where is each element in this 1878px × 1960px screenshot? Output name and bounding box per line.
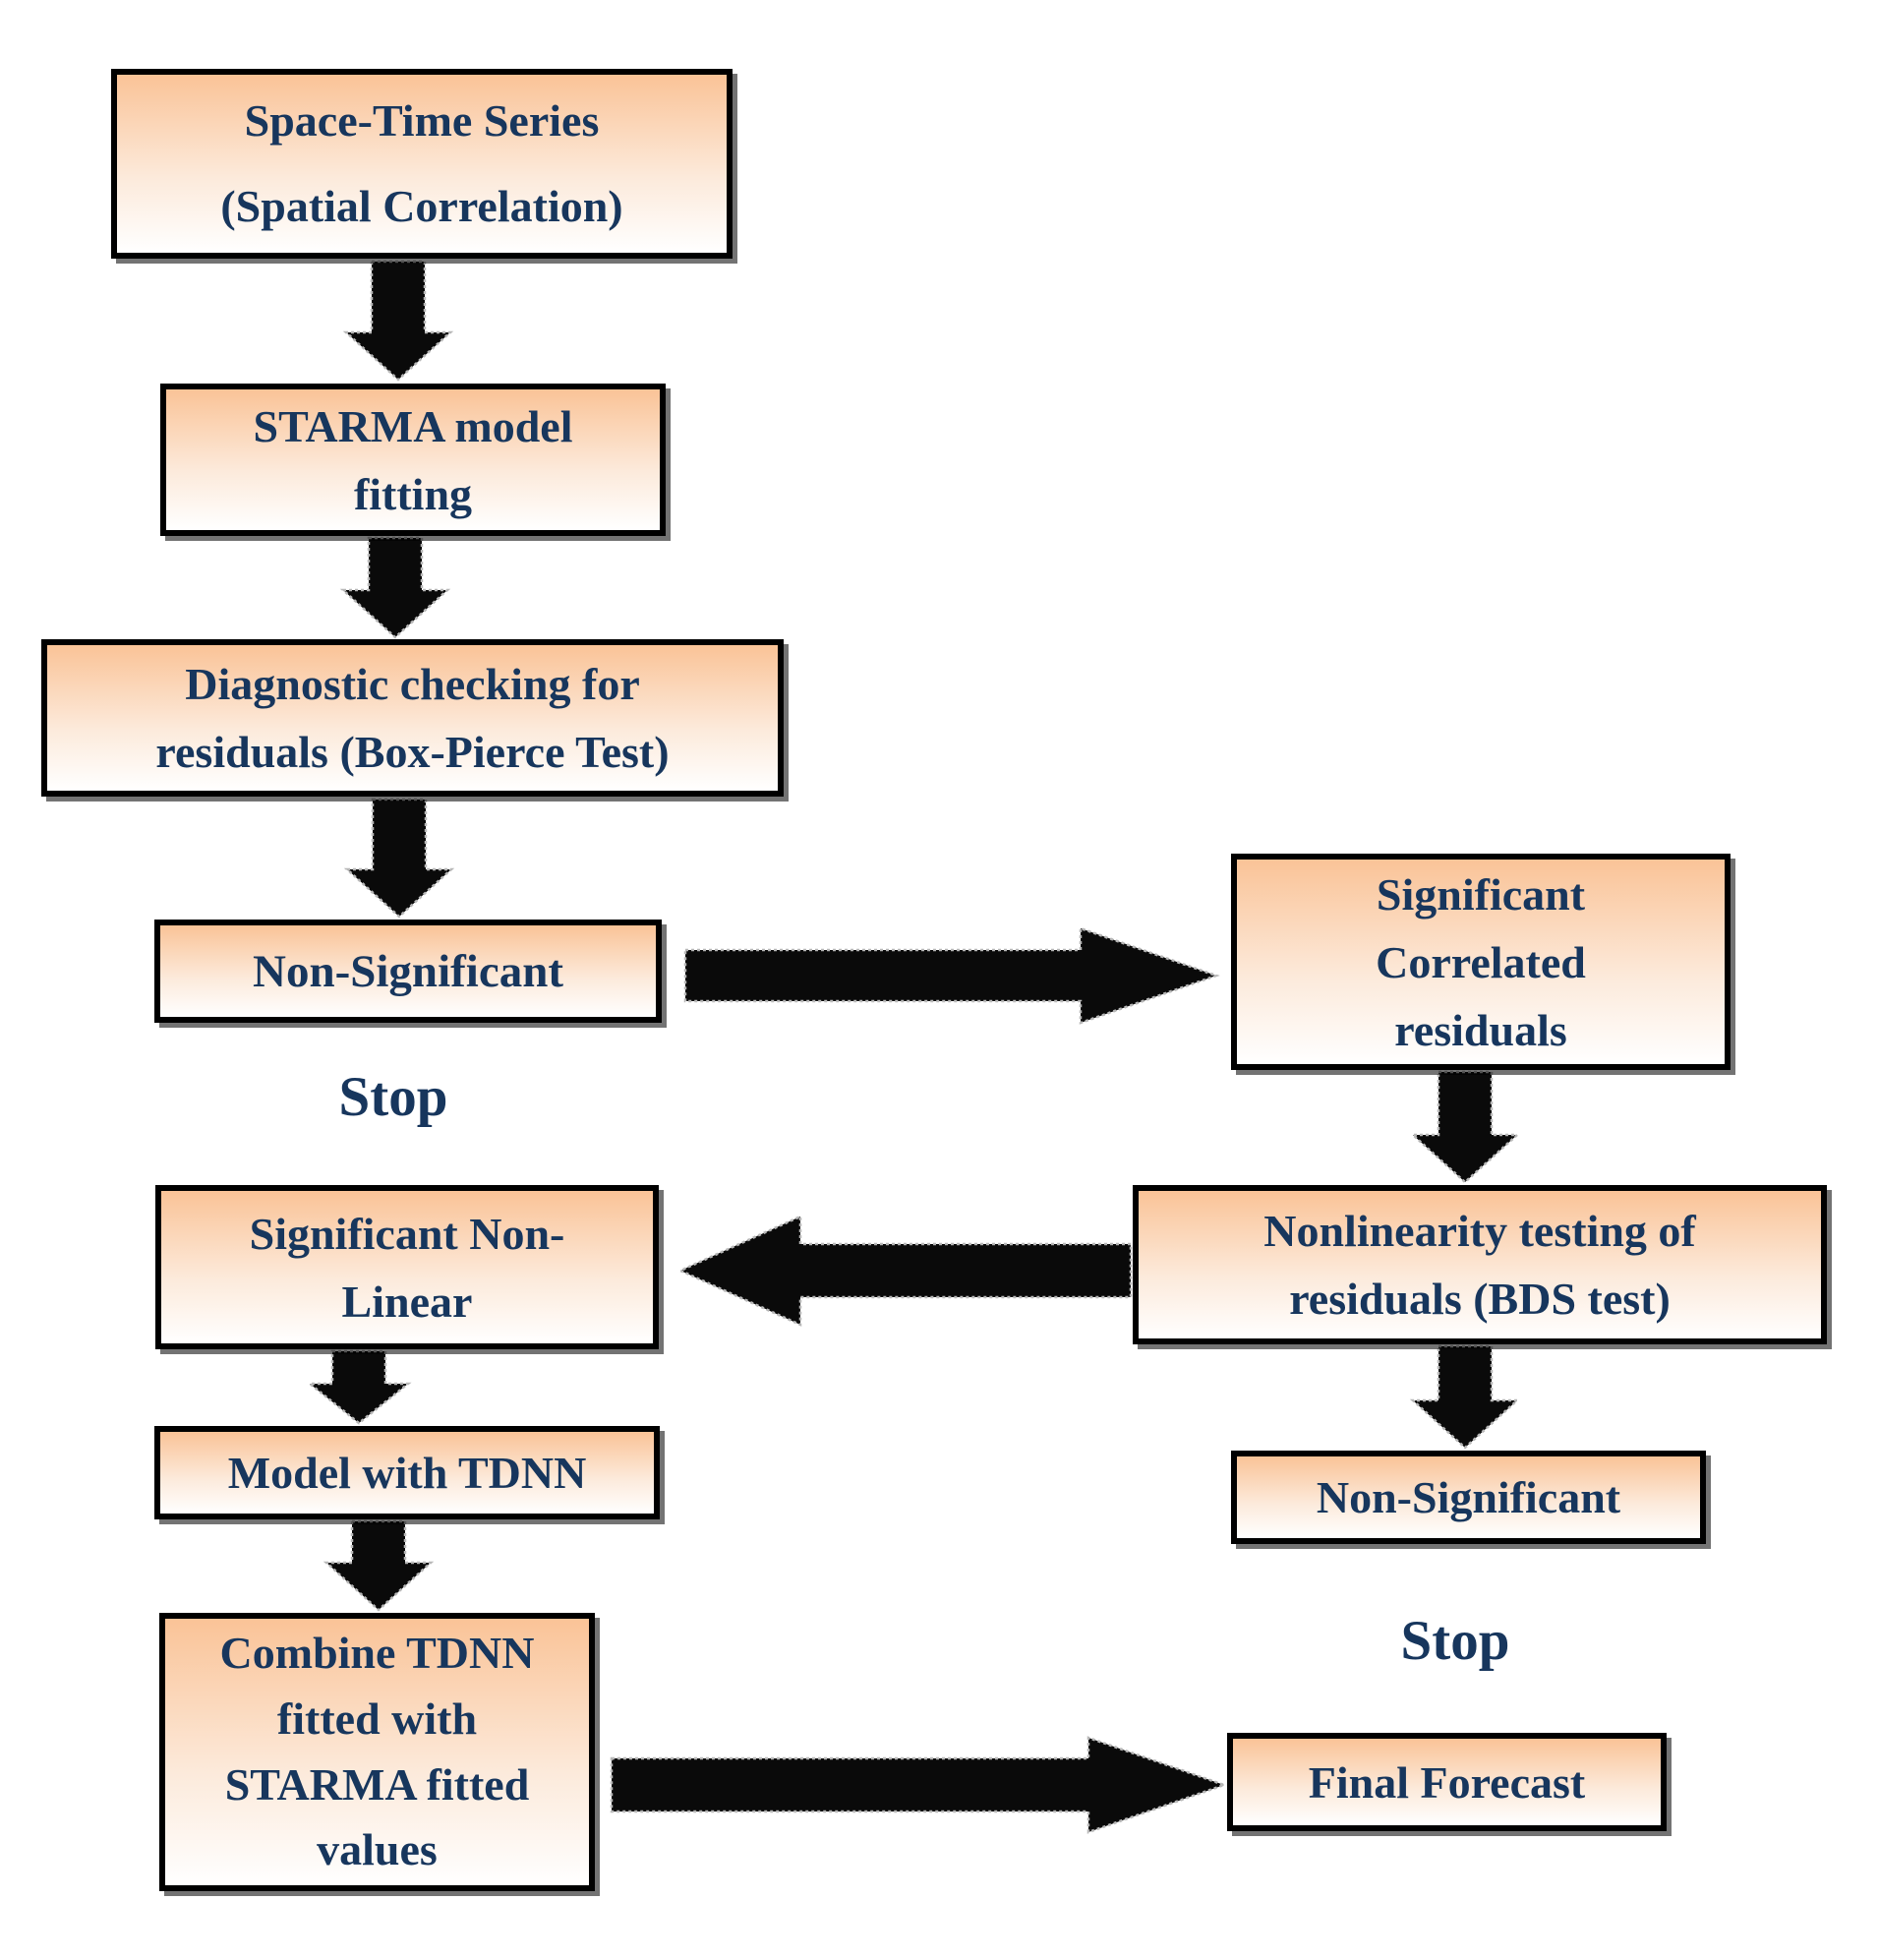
node-significant-correlated-residuals: Significant Correlated residuals — [1231, 854, 1731, 1070]
node-space-time-series: Space-Time Series (Spatial Correlation) — [111, 69, 733, 259]
node-starma-model-fitting-label: STARMA model fitting — [253, 400, 573, 519]
node-non-significant-right: Non-Significant — [1231, 1451, 1706, 1544]
node-combine-tdnn-starma: Combine TDNN fitted with STARMA fitted v… — [159, 1613, 595, 1891]
node-diagnostic-checking: Diagnostic checking for residuals (Box-P… — [41, 639, 784, 797]
arrow-nonlinearity-to-non-significant-right — [1409, 1344, 1521, 1450]
arrow-model-tdnn-to-combine — [323, 1519, 435, 1612]
node-model-with-tdnn: Model with TDNN — [154, 1426, 660, 1519]
node-diagnostic-checking-label: Diagnostic checking for residuals (Box-P… — [155, 659, 670, 777]
arrow-significant-non-linear-to-model-tdnn — [306, 1349, 412, 1425]
arrow-diagnostic-to-non-significant — [343, 798, 455, 919]
node-significant-correlated-residuals-label: Significant Correlated residuals — [1376, 868, 1586, 1055]
arrow-starma-to-diagnostic — [339, 536, 451, 639]
node-non-significant-left-label: Non-Significant — [253, 945, 563, 997]
node-non-significant-left: Non-Significant — [154, 920, 662, 1023]
arrow-non-significant-to-significant-correlated — [683, 926, 1220, 1025]
node-final-forecast: Final Forecast — [1227, 1733, 1667, 1831]
arrow-combine-to-final-forecast — [610, 1736, 1228, 1834]
node-model-with-tdnn-label: Model with TDNN — [227, 1448, 587, 1498]
stop-label-right: Stop — [1400, 1610, 1510, 1672]
node-final-forecast-label: Final Forecast — [1308, 1756, 1586, 1808]
node-nonlinearity-testing-label: Nonlinearity testing of residuals (BDS t… — [1263, 1206, 1696, 1324]
node-starma-model-fitting: STARMA model fitting — [160, 384, 666, 536]
arrow-nonlinearity-to-significant-non-linear — [676, 1215, 1133, 1327]
node-significant-non-linear-label: Significant Non- Linear — [249, 1208, 565, 1327]
arrow-space-time-to-starma — [342, 260, 454, 382]
node-nonlinearity-testing: Nonlinearity testing of residuals (BDS t… — [1133, 1185, 1827, 1344]
node-significant-non-linear: Significant Non- Linear — [155, 1185, 659, 1349]
arrow-significant-correlated-to-nonlinearity — [1409, 1070, 1521, 1184]
stop-label-left: Stop — [338, 1066, 448, 1128]
node-space-time-series-label: Space-Time Series (Spatial Correlation) — [220, 95, 623, 231]
node-non-significant-right-label: Non-Significant — [1316, 1472, 1621, 1522]
node-combine-tdnn-starma-label: Combine TDNN fitted with STARMA fitted v… — [219, 1628, 535, 1875]
